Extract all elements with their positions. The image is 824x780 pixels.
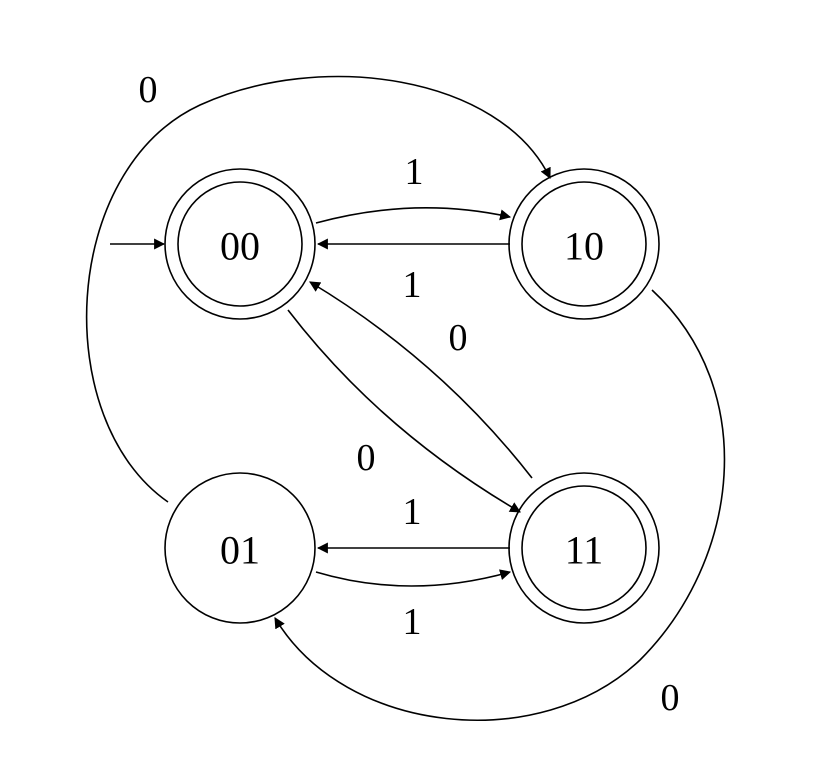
state-10: 10 — [508, 168, 660, 320]
transition-label-10-to-01: 0 — [661, 677, 680, 719]
transition-00-to-11: 0 — [287, 309, 521, 513]
state-label-00: 00 — [220, 224, 260, 269]
transition-label-11-to-00: 0 — [449, 317, 468, 359]
transition-01-to-10: 0 — [85, 69, 551, 503]
transition-11-to-00: 0 — [309, 281, 533, 479]
state-label-11: 11 — [565, 528, 604, 573]
state-11: 11 — [508, 472, 660, 624]
transition-01-to-11: 1 — [315, 569, 512, 643]
transition-label-00-to-10: 1 — [405, 151, 424, 193]
transition-label-11-to-01: 1 — [403, 491, 422, 533]
state-00: 00 — [164, 168, 316, 320]
transition-label-00-to-11: 0 — [357, 437, 376, 479]
transition-10-to-01: 0 — [274, 289, 726, 721]
state-label-10: 10 — [564, 224, 604, 269]
state-01: 01 — [164, 472, 316, 624]
transition-label-01-to-11: 1 — [403, 601, 422, 643]
transition-label-01-to-10: 0 — [139, 69, 158, 111]
transition-00-to-10: 1 — [315, 151, 512, 224]
transition-label-10-to-00: 1 — [403, 264, 422, 306]
transition-10-to-00: 1 — [316, 238, 510, 306]
transition-11-to-01: 1 — [316, 491, 510, 554]
state-label-01: 01 — [220, 528, 260, 573]
